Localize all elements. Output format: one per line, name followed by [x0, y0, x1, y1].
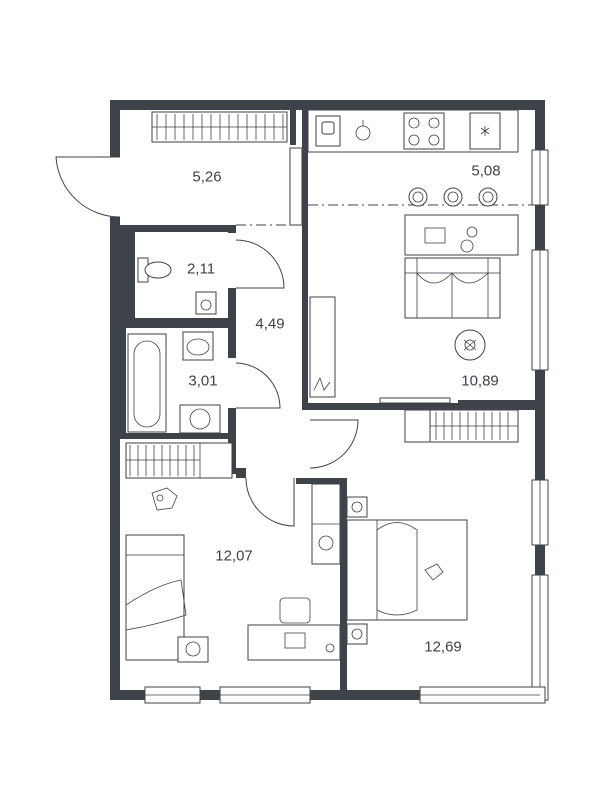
left-bedroom-shelf [311, 483, 341, 565]
entry-door-gap [108, 157, 122, 217]
outer-walls [110, 100, 545, 700]
hall-wardrobe [151, 111, 303, 226]
room-area-wc: 2,11 [186, 260, 216, 278]
dining-table [404, 187, 519, 256]
left-bedroom-toy [151, 487, 178, 511]
bath-fixtures [127, 331, 221, 434]
left-bedroom-wardrobe [125, 442, 233, 479]
entry-door [55, 156, 121, 218]
living-sofa [404, 257, 501, 319]
room-area-bathroom: 3,01 [188, 372, 218, 390]
interior-walls [120, 110, 535, 690]
room-area-hall: 5,26 [192, 168, 222, 186]
wc-fixtures [137, 257, 217, 315]
doors [235, 239, 359, 527]
kitchen-counter [307, 109, 519, 153]
room-area-bedroom-right: 12,69 [424, 638, 462, 656]
tv-stand [309, 296, 451, 404]
left-bedroom-desk [247, 597, 341, 661]
left-bedroom-bed [125, 534, 209, 663]
living-plant [454, 329, 486, 361]
windows [144, 149, 549, 704]
room-area-bedroom-left: 12,07 [215, 547, 253, 565]
room-area-living: 10,89 [461, 372, 499, 390]
right-bedroom-bed [346, 496, 468, 645]
room-area-corridor: 4,49 [255, 315, 285, 333]
room-area-kitchen-zone: 5,08 [471, 162, 501, 180]
right-bedroom-wardrobe [404, 409, 519, 443]
